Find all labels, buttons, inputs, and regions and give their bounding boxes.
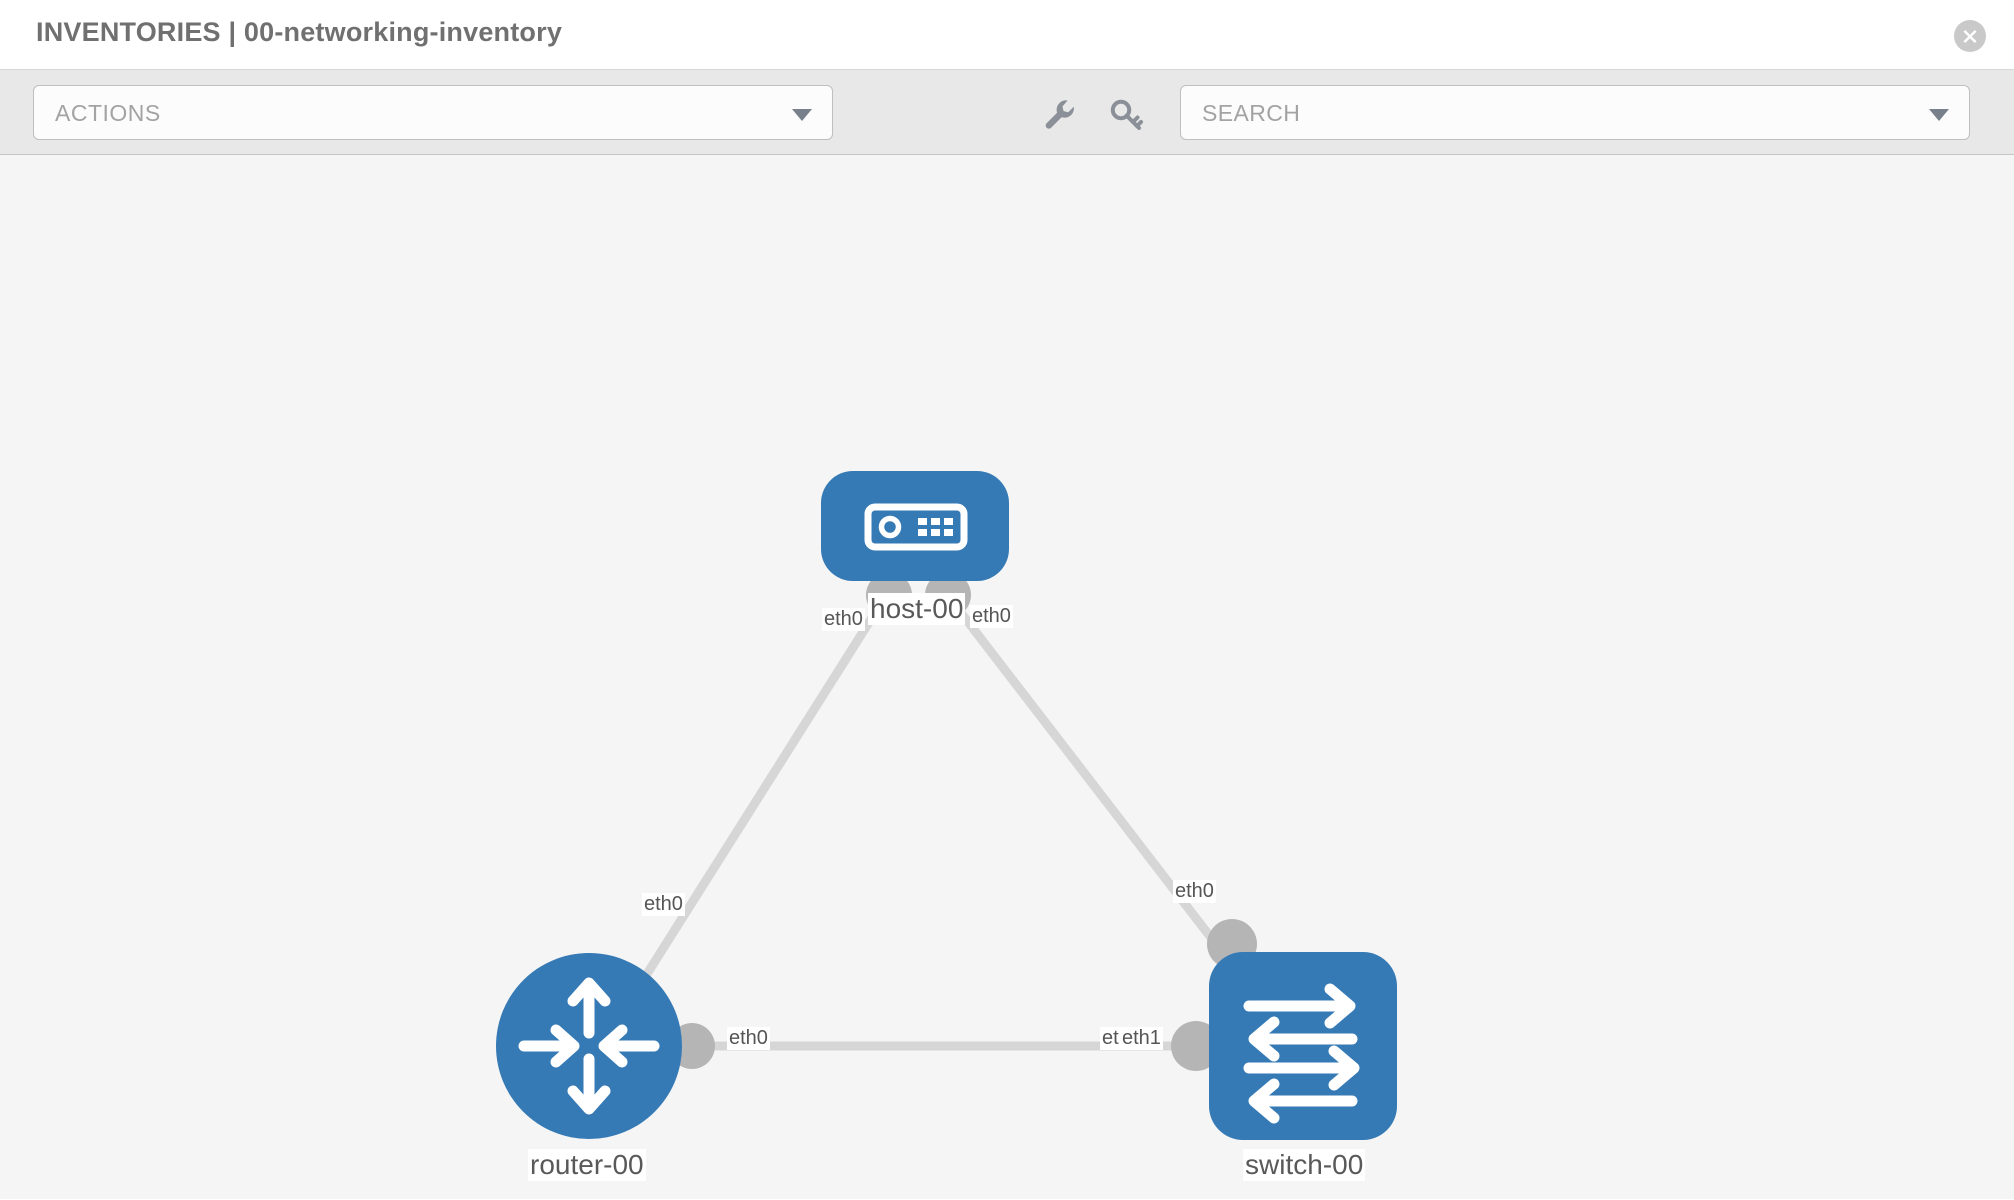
- search-placeholder: SEARCH: [1202, 100, 1301, 126]
- page-title: INVENTORIES | 00-networking-inventory: [36, 17, 563, 47]
- interface-label-host-left: eth0: [822, 608, 865, 631]
- interface-label-switch-left-b: eth1: [1120, 1027, 1163, 1050]
- topology-links: [636, 602, 1236, 1051]
- chevron-down-icon: [1929, 108, 1949, 121]
- node-label-router-00: router-00: [528, 1149, 646, 1182]
- interface-label-host-right: eth0: [970, 605, 1013, 628]
- actions-dropdown-label: ACTIONS: [55, 100, 161, 126]
- node-switch-00: [1209, 952, 1397, 1140]
- node-host-00: [821, 471, 1009, 581]
- close-icon[interactable]: [1954, 20, 1986, 52]
- key-icon[interactable]: [1107, 94, 1147, 134]
- node-label-host-00: host-00: [868, 593, 966, 626]
- topology-interfaces: [669, 572, 1257, 1071]
- search-input[interactable]: SEARCH: [1180, 85, 1970, 140]
- link-host-switch: [951, 602, 1236, 968]
- interface-label-switch-upper: eth0: [1173, 880, 1216, 903]
- page-header: INVENTORIES | 00-networking-inventory: [0, 0, 2014, 70]
- node-router-00: [496, 953, 682, 1139]
- interface-switch-left: [1171, 1021, 1221, 1071]
- toolbar: ACTIONS SEARCH: [0, 70, 2014, 155]
- topology-canvas[interactable]: eth0 host-00 eth0 eth0 eth0 eth0 eth0 et…: [0, 155, 2014, 1199]
- node-label-switch-00: switch-00: [1243, 1149, 1366, 1182]
- chevron-down-icon: [792, 108, 812, 121]
- interface-label-router-right: eth0: [727, 1027, 770, 1050]
- actions-dropdown[interactable]: ACTIONS: [33, 85, 833, 140]
- link-host-router: [636, 602, 884, 988]
- wrench-icon[interactable]: [1039, 94, 1079, 134]
- interface-label-router-upper: eth0: [642, 893, 685, 916]
- topology-graph: [496, 471, 1397, 1140]
